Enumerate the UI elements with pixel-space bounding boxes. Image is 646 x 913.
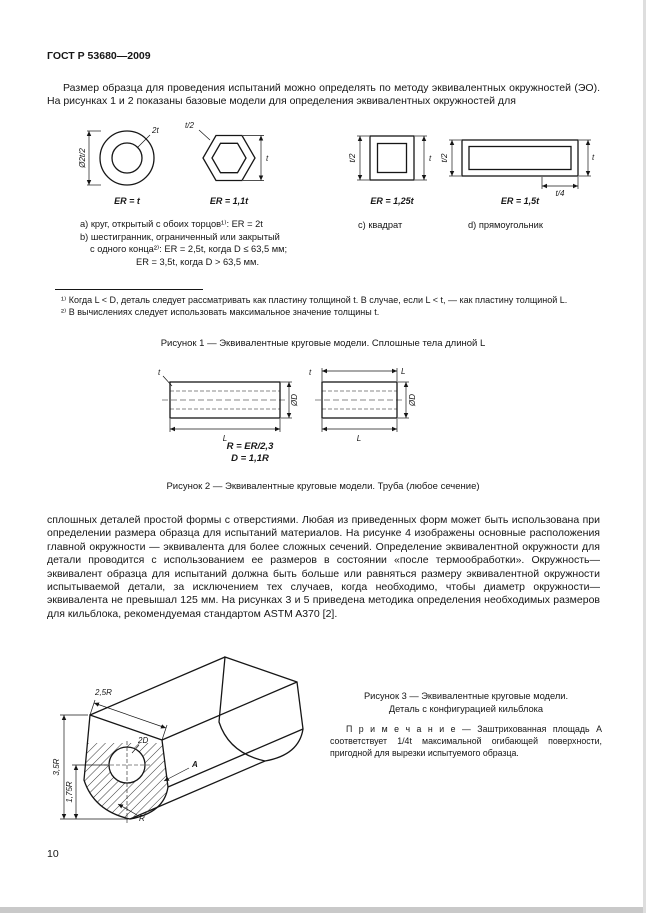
- figure2-tube-left: t ØD L: [158, 368, 299, 443]
- keel-block: [83, 656, 304, 823]
- figure3-title-line1: Рисунок 3 — Эквивалентные круговые модел…: [363, 691, 569, 701]
- footnote-separator: [55, 289, 203, 290]
- formula-radius: R = ER/2,3: [226, 441, 274, 452]
- footnotes: ¹⁾ Когда L < D, деталь следует рассматри…: [47, 295, 600, 318]
- dim-label-circle-diameter: Ø2t/2: [78, 148, 87, 169]
- page-edge-bottom: [0, 907, 646, 913]
- dim-label-rect-quarter: t/4: [556, 189, 565, 198]
- formula-diameter: D = 1,1R: [231, 452, 269, 464]
- page-edge-right: [643, 0, 646, 913]
- figure1-caption-b2: с одного конца²⁾: ER = 2,5t, когда D ≤ 6…: [90, 244, 288, 255]
- figure1-title: Рисунок 1 — Эквивалентные круговые модел…: [160, 338, 486, 349]
- dim-label-right-length-top: L: [401, 367, 405, 376]
- figure1-caption-b1: b) шестигранник, ограниченный или закрыт…: [80, 231, 280, 242]
- figure2-drawing: t ØD L L t ØD L: [158, 367, 417, 443]
- intro-paragraph: Размер образца для проведения испытаний …: [47, 82, 600, 108]
- figure1-shape-square: t/2 t ER = 1,25t: [348, 135, 432, 206]
- figure1-caption-d: d) прямоугольник: [468, 220, 543, 230]
- er-label-rectangle: ER = 1,5t: [501, 196, 540, 206]
- figure1-shape-hexagon: t t/2 ER = 1,1t: [185, 121, 269, 206]
- dim-label-hole: 2D: [137, 736, 148, 745]
- dim-label-half-height: 1,75R: [65, 781, 74, 803]
- figure1-shape-rectangle: t/2 t t/4 ER = 1,5t: [440, 139, 595, 206]
- dim-label-hex-t: t: [266, 154, 269, 163]
- dim-label-radius: R: [139, 814, 145, 823]
- figure3-title-line2: Деталь с конфигурацией кильблока: [388, 703, 544, 714]
- dim-label-square-t: t: [429, 154, 432, 163]
- figure1-drawing: Ø2t/2 2t ER = t t t/2 ER = 1,1t t/2 t ER…: [78, 121, 595, 206]
- dim-label-height: 3,5R: [52, 758, 61, 775]
- figure2-tube-right: L t ØD L: [309, 367, 417, 443]
- figure1-caption-a: a) круг, открытый с обоих торцов¹⁾: ER =…: [80, 219, 263, 229]
- keel-block-dimensions: 2,5R 3,5R 1,75R 2D A R: [52, 688, 198, 823]
- dim-label-right-length: L: [357, 434, 361, 443]
- er-label-hexagon: ER = 1,1t: [210, 196, 249, 206]
- dim-label-left-length: L: [223, 434, 227, 443]
- page-number: 10: [47, 848, 59, 860]
- dim-label-square-half: t/2: [348, 153, 357, 162]
- figure2-formulas: R = ER/2,3 D = 1,1R: [200, 441, 300, 464]
- figure1-caption-c: c) квадрат: [358, 220, 403, 230]
- dim-label-hex-half: t/2: [185, 121, 194, 130]
- figure2-title: Рисунок 2 — Эквивалентные круговые модел…: [166, 481, 480, 492]
- dim-label-right-diameter: ØD: [408, 394, 417, 407]
- dim-label-circle-thickness: 2t: [151, 126, 159, 135]
- footnote-2: ²⁾ В вычислениях следует использовать ма…: [61, 306, 380, 317]
- figure1-captions-ab: a) круг, открытый с обоих торцов¹⁾: ER =…: [80, 218, 360, 268]
- figure3-note: П р и м е ч а н и е — Заштрихованная пло…: [330, 724, 602, 758]
- dim-label-width: 2,5R: [94, 688, 112, 697]
- figure3-drawing: 2,5R 3,5R 1,75R 2D A R: [52, 656, 304, 823]
- er-label-circle: ER = t: [114, 196, 141, 206]
- dim-label-rect-half: t/2: [440, 153, 449, 162]
- er-label-square: ER = 1,25t: [370, 196, 414, 206]
- dim-label-left-t: t: [158, 368, 161, 377]
- dim-label-rect-t: t: [592, 153, 595, 162]
- figure1-shape-circle: Ø2t/2 2t ER = t: [78, 126, 159, 206]
- area-a-label: A: [191, 760, 198, 769]
- dim-label-left-diameter: ØD: [290, 394, 299, 407]
- footnote-1: ¹⁾ Когда L < D, деталь следует рассматри…: [61, 295, 568, 305]
- figure3-title: Рисунок 3 — Эквивалентные круговые модел…: [330, 690, 602, 715]
- figure1-caption-b3: ER = 3,5t, когда D > 63,5 мм.: [136, 256, 260, 267]
- document-title: ГОСТ Р 53680—2009: [47, 50, 151, 62]
- dim-label-right-t: t: [309, 368, 312, 377]
- body-paragraph: сплошных деталей простой формы с отверст…: [47, 514, 600, 620]
